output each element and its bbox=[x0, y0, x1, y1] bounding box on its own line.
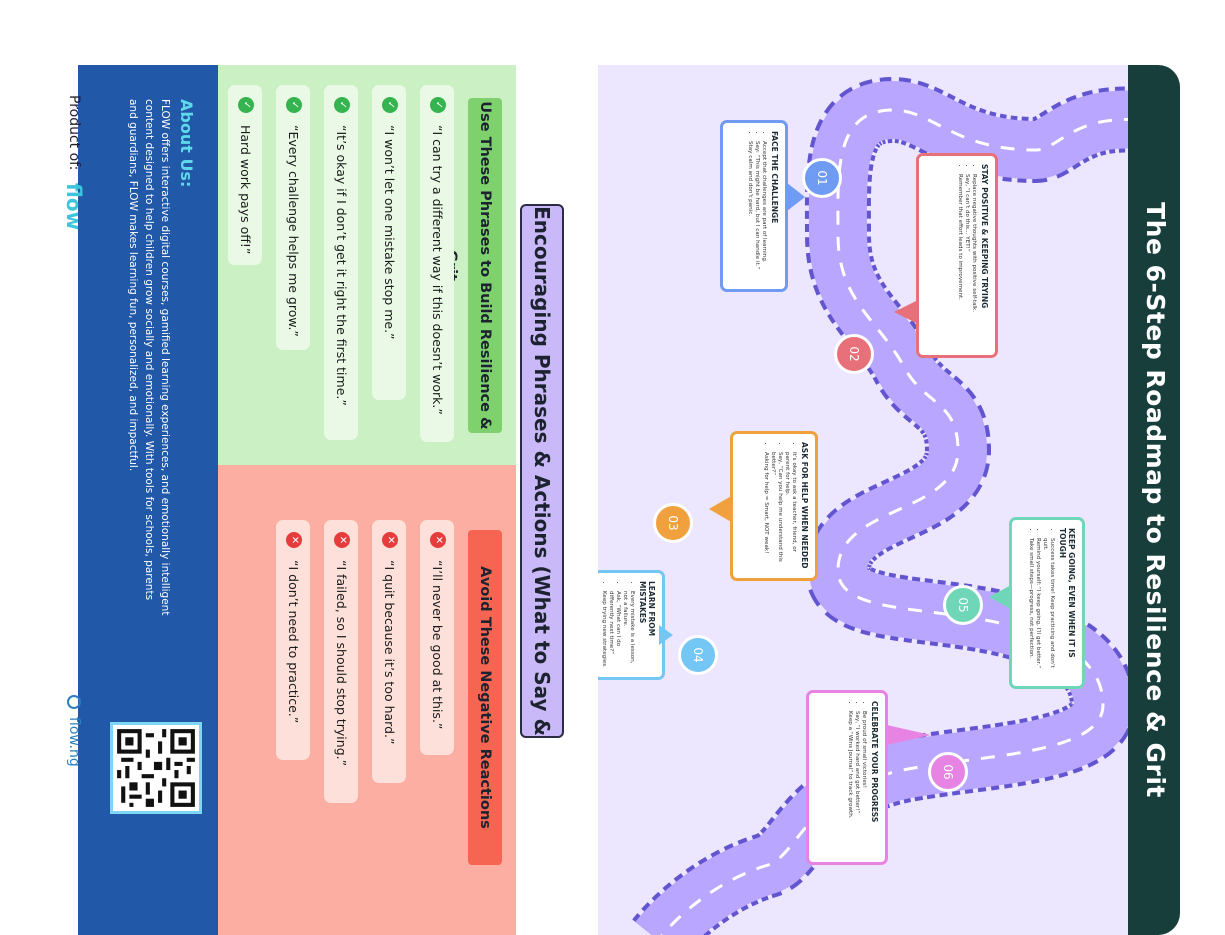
check-icon: ✓ bbox=[430, 97, 446, 113]
step-card-3: ASK FOR HELP WHEN NEEDED It’s okay to as… bbox=[730, 431, 818, 581]
step-card-pointer bbox=[787, 183, 805, 211]
step-marker-6: 06 bbox=[928, 752, 968, 792]
step-heading: KEEP GOING, EVEN WHEN IT IS TOUGH bbox=[1058, 528, 1076, 658]
website-link[interactable]: flow.ng bbox=[66, 717, 82, 767]
step-marker-3: 03 bbox=[653, 503, 693, 543]
globe-icon bbox=[67, 695, 81, 709]
cross-icon: ✕ bbox=[382, 532, 398, 548]
step-bullet: Stay calm and don’t panic. bbox=[746, 141, 753, 281]
brand-logo: flow bbox=[62, 183, 86, 231]
step-card-6: CELEBRATE YOUR PROGRESS Be proud of smal… bbox=[806, 690, 888, 865]
step-bullet: Say: “This might be hard, but I can hand… bbox=[753, 141, 760, 281]
step-heading: STAY POSITIVE & KEEPING TRYING bbox=[980, 164, 989, 309]
step-marker-2: 02 bbox=[834, 334, 874, 374]
product-of-label: Product of: bbox=[66, 95, 82, 171]
step-bullet: Replace negative thoughts with positive … bbox=[970, 174, 977, 347]
do-phrase: ✓“It’s okay if I don’t get it right the … bbox=[324, 85, 358, 440]
do-phrase: ✓“I won’t let one mistake stop me.” bbox=[372, 85, 406, 400]
step-card-2: STAY POSITIVE & KEEPING TRYING Replace n… bbox=[916, 153, 998, 358]
about-section: About Us: FLOW offers interactive digita… bbox=[78, 65, 218, 935]
about-heading: About Us: bbox=[177, 99, 196, 188]
step-bullet: Take small steps—progress, not perfectio… bbox=[1027, 538, 1034, 678]
dont-phrase: ✕“I’ll never be good at this.” bbox=[420, 520, 454, 755]
do-phrase: ✓“I can try a different way if this does… bbox=[420, 85, 454, 442]
do-column: Use These Phrases to Build Resilience & … bbox=[218, 65, 516, 465]
step-card-1: FACE THE CHALLENGE Accept that challenge… bbox=[720, 120, 788, 292]
infographic-poster: The 6-Step Roadmap to Resilience & Grit … bbox=[62, 65, 1180, 935]
check-icon: ✓ bbox=[334, 97, 350, 113]
cross-icon: ✕ bbox=[430, 532, 446, 548]
dont-column-heading: Avoid These Negative Reactions bbox=[468, 530, 502, 865]
dont-column: Avoid These Negative Reactions ✕“I’ll ne… bbox=[218, 465, 516, 935]
step-card-pointer bbox=[887, 725, 931, 745]
step-bullet: Success takes time! Keep practicing and … bbox=[1041, 538, 1055, 678]
step-bullet: Accept that challenges are part of learn… bbox=[760, 141, 767, 281]
step-bullet: Remind yourself: “I keep going, I’ll get… bbox=[1034, 538, 1041, 678]
cross-icon: ✕ bbox=[286, 532, 302, 548]
roadmap-area: FACE THE CHALLENGE Accept that challenge… bbox=[598, 65, 1128, 935]
check-icon: ✓ bbox=[286, 97, 302, 113]
step-bullet: Say, “Can you help me understand this be… bbox=[769, 452, 783, 570]
step-marker-1: 01 bbox=[802, 158, 842, 198]
dont-phrase: ✕“I don’t need to practice.” bbox=[276, 520, 310, 760]
qr-code bbox=[110, 722, 202, 814]
qr-code-image bbox=[113, 725, 199, 811]
step-bullet: Say, “I worked hard and got better!” bbox=[853, 711, 860, 854]
step-bullet: Ask, “What can I do differently next tim… bbox=[607, 591, 621, 669]
step-marker-5: 05 bbox=[943, 585, 983, 625]
page-title: The 6-Step Roadmap to Resilience & Grit bbox=[1141, 202, 1170, 798]
footer: Product of: flow flow.ng bbox=[62, 65, 86, 935]
step-heading: ASK FOR HELP WHEN NEEDED bbox=[800, 442, 809, 569]
step-heading: CELEBRATE YOUR PROGRESS bbox=[870, 701, 879, 823]
step-card-5: KEEP GOING, EVEN WHEN IT IS TOUGH Succes… bbox=[1009, 517, 1085, 689]
step-bullet: Remember that effort leads to improvemen… bbox=[956, 174, 963, 347]
step-bullet: Say, “I can’t do this… YET!” bbox=[963, 174, 970, 347]
step-bullet: It’s okay to ask a teacher, friend, or p… bbox=[783, 452, 797, 570]
check-icon: ✓ bbox=[382, 97, 398, 113]
check-icon: ✓ bbox=[238, 97, 254, 113]
road-illustration bbox=[632, 76, 1128, 935]
step-card-pointer bbox=[989, 585, 1011, 609]
dont-phrase: ✕“I quit because it’s too hard.” bbox=[372, 520, 406, 783]
step-bullet: Keep trying new strategies. bbox=[600, 591, 607, 669]
step-card-pointer bbox=[709, 495, 733, 523]
do-column-heading: Use These Phrases to Build Resilience & … bbox=[443, 98, 502, 433]
step-bullet: Asking for help = Smart, NOT weak! bbox=[762, 452, 769, 570]
step-card-pointer bbox=[659, 625, 673, 645]
step-bullet: Be proud of small victories! bbox=[860, 711, 867, 854]
about-text: FLOW offers interactive digital courses,… bbox=[127, 99, 172, 616]
do-phrase: ✓“Every challenge helps me grow.” bbox=[276, 85, 310, 350]
title-bar: The 6-Step Roadmap to Resilience & Grit bbox=[1128, 65, 1180, 935]
phrases-section-title: Encouraging Phrases & Actions (What to S… bbox=[490, 204, 564, 738]
cross-icon: ✕ bbox=[334, 532, 350, 548]
step-card-4: LEARN FROM MISTAKES Every mistake is a l… bbox=[598, 570, 665, 680]
do-phrase: ✓Hard work pays off!” bbox=[228, 85, 262, 265]
dont-phrase: ✕“I failed, so I should stop trying.” bbox=[324, 520, 358, 803]
step-card-pointer bbox=[894, 300, 918, 324]
step-marker-4: 04 bbox=[678, 635, 718, 675]
step-heading: LEARN FROM MISTAKES bbox=[638, 581, 656, 637]
step-heading: FACE THE CHALLENGE bbox=[770, 131, 779, 224]
step-bullet: Keep a “Wins Journal” to track growth. bbox=[846, 711, 853, 854]
step-bullet: Every mistake is a lesson, not a failure… bbox=[621, 591, 635, 669]
